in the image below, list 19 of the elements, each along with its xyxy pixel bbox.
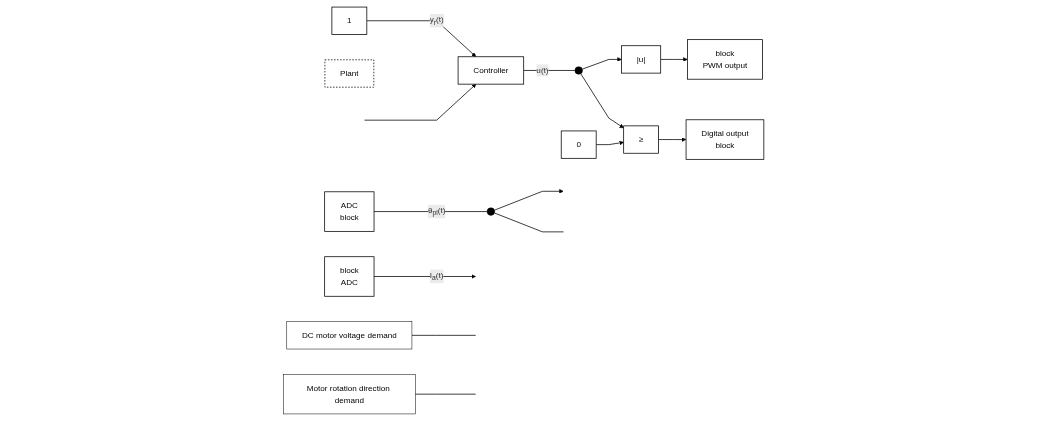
process-block: |u| bbox=[621, 45, 662, 74]
connector-line bbox=[415, 393, 477, 395]
process-block: Plant bbox=[324, 59, 375, 88]
connector-line bbox=[494, 212, 565, 233]
callout-box: Motor rotation direction demand bbox=[283, 374, 416, 415]
process-block: block ADC bbox=[324, 256, 375, 297]
connector-line bbox=[523, 70, 576, 71]
callout-box: DC motor voltage demand bbox=[286, 321, 413, 350]
process-block: block PWM output bbox=[687, 39, 764, 80]
constant-block: 1 bbox=[331, 6, 368, 35]
connector-line bbox=[411, 334, 477, 336]
process-block: Controller bbox=[458, 56, 525, 85]
process-block: ≥ bbox=[623, 125, 660, 154]
connector-line bbox=[374, 211, 488, 212]
constant-block: 0 bbox=[561, 130, 597, 159]
junction-dot bbox=[575, 66, 584, 75]
process-block: Digital output block bbox=[686, 119, 765, 160]
process-block: ADC block bbox=[324, 191, 375, 232]
junction-dot bbox=[487, 207, 496, 216]
